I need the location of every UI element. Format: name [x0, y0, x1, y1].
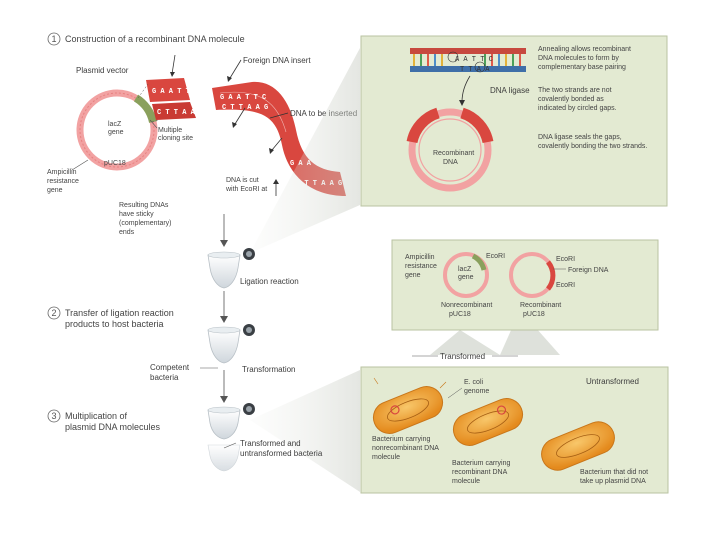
mid-lacz-2: gene: [458, 274, 474, 281]
amp-label-3: gene: [47, 187, 63, 194]
recombinant-dna-circle: Recombinant DNA: [406, 107, 494, 192]
bacterium-nonrecombinant: [372, 377, 447, 434]
competent-label-2: bacteria: [150, 373, 179, 382]
ecoli-label-1: E. coli: [464, 379, 484, 386]
ligation-tube: Ligation reaction: [207, 248, 299, 289]
annealing-panel: A A T T C T T A A Annealing allows recom…: [360, 35, 668, 207]
bacterium-untransformed: [541, 421, 615, 471]
recomb-label-1: Recombinant: [520, 302, 561, 309]
final-tube: [207, 444, 241, 472]
zoom-wedge-mid-1: [430, 330, 500, 355]
transformation-label: Transformation: [242, 365, 296, 374]
step-2-title-2: products to host bacteria: [65, 319, 164, 329]
strands-text-1: The two strands are not: [538, 87, 612, 94]
transfer-tube: [207, 324, 255, 364]
step-3-title-1: Multiplication of: [65, 411, 128, 421]
ligation-label: Ligation reaction: [240, 277, 299, 286]
vector-seq-bottom: C T T A A G: [157, 109, 203, 117]
bacteria-panel: Transformed Untransformed Bacterium carr…: [360, 352, 669, 494]
final-label-2: untransformed bacteria: [240, 449, 323, 458]
lacz-label-1: lacZ: [108, 121, 122, 128]
mid-ecori-r1: EcoRI: [556, 256, 575, 263]
mid-amp-1: Ampicillin: [405, 254, 435, 261]
mid-ecori-r2: EcoRI: [556, 282, 575, 289]
sticky-line-3: (complementary): [119, 220, 172, 227]
mcs-label-2: cloning site: [158, 135, 193, 142]
amp-label-1: Ampicillin: [47, 169, 77, 176]
mid-amp-3: gene: [405, 272, 421, 279]
anneal-seq-b: T T A A: [460, 66, 490, 74]
b1-label-1: Bacterium carrying: [372, 436, 430, 443]
nonrecombinant-plasmid: lacZ gene EcoRI: [443, 252, 505, 298]
step-1-number: 1: [51, 34, 56, 44]
nonrecomb-label-2: pUC18: [449, 311, 471, 318]
lacz-label-2: gene: [108, 129, 124, 136]
step-2-title-1: Transfer of ligation reaction: [65, 308, 174, 318]
seals-text-1: DNA ligase seals the gaps,: [538, 134, 622, 141]
insert-seq-top: G A A T T C: [220, 94, 266, 102]
mcs-label-1: Multiple: [158, 127, 182, 134]
recombinant-plasmid: EcoRI Foreign DNA EcoRI: [509, 252, 609, 298]
b2-label-3: molecule: [452, 478, 480, 485]
mid-amp-2: resistance: [405, 263, 437, 270]
step-1-header: 1 Construction of a recombinant DNA mole…: [47, 32, 245, 46]
b3-label-2: take up plasmid DNA: [580, 478, 646, 485]
plasmid-vector: Plasmid vector lacZ gene pUC18 Ampicilli…: [47, 54, 203, 194]
zoom-wedge-top: [250, 48, 360, 253]
cut-label-1: DNA is cut: [226, 177, 259, 184]
ecoli-label-2: genome: [464, 388, 489, 395]
to-insert-label: DNA to be inserted: [290, 109, 357, 118]
step-3-title-2: plasmid DNA molecules: [65, 422, 161, 432]
final-label-1: Transformed and: [240, 439, 301, 448]
annealing-text-2: DNA molecules to form by: [538, 55, 619, 62]
transformation-tube: [207, 403, 255, 440]
sticky-ends-note: Resulting DNAs have sticky (complementar…: [119, 202, 172, 236]
strands-text-3: indicated by circled gaps.: [538, 105, 617, 112]
vector-seq-top: G A A T T C: [152, 88, 198, 96]
transformed-label: Transformed: [440, 352, 485, 361]
cut-label-2: with EcoRI at: [225, 186, 267, 193]
insert-seq-bottom: C T T A A G: [222, 104, 268, 112]
annealing-text-1: Annealing allows recombinant: [538, 46, 631, 53]
b2-label-1: Bacterium carrying: [452, 460, 510, 467]
plasmid-types-panel: lacZ gene EcoRI Ampicillin resistance ge…: [391, 239, 659, 331]
nonrecomb-label-1: Nonrecombinant: [441, 302, 492, 309]
tube-column: Ligation reaction Competent bacteria Tra…: [150, 214, 323, 472]
competent-label-1: Competent: [150, 363, 190, 372]
step-1-title: Construction of a recombinant DNA molecu…: [65, 34, 245, 44]
b1-label-2: nonrecombinant DNA: [372, 445, 439, 452]
foreign-insert-label: Foreign DNA insert: [243, 56, 311, 65]
annealing-text-3: complementary base pairing: [538, 64, 626, 71]
step-3-number: 3: [51, 411, 56, 421]
zoom-wedge-bottom: [250, 370, 360, 492]
sticky-line-2: have sticky: [119, 211, 154, 218]
sticky-line-1: Resulting DNAs: [119, 202, 169, 209]
step-3-header: 3 Multiplication of plasmid DNA molecule…: [47, 409, 161, 432]
mid-lacz-1: lacZ: [458, 266, 472, 273]
untransformed-label: Untransformed: [586, 377, 639, 386]
b3-label-1: Bacterium that did not: [580, 469, 648, 476]
amp-label-2: resistance: [47, 178, 79, 185]
b2-label-2: recombinant DNA: [452, 469, 508, 476]
vector-sticky-end: G A A T T C C T T A A G: [146, 54, 203, 120]
bacterium-recombinant: [452, 398, 524, 446]
recomb-label-2: pUC18: [523, 311, 545, 318]
anneal-seq-a: A A T T C: [455, 56, 493, 64]
sticky-line-4: ends: [119, 229, 135, 236]
b1-label-3: molecule: [372, 454, 400, 461]
step-2-header: 2 Transfer of ligation reaction products…: [47, 306, 174, 329]
strands-text-2: covalently bonded as: [538, 96, 604, 103]
lacz-segment: [133, 94, 157, 124]
recomb-dna-label-1: Recombinant: [433, 150, 474, 157]
seals-text-2: covalently bonding the two strands.: [538, 143, 647, 150]
step-2-number: 2: [51, 308, 56, 318]
recomb-dna-label-2: DNA: [443, 159, 458, 166]
puc18-label: pUC18: [104, 160, 126, 167]
plasmid-vector-label: Plasmid vector: [76, 66, 129, 75]
mid-foreign-dna: Foreign DNA: [568, 267, 609, 274]
mid-ecori-1: EcoRI: [486, 253, 505, 260]
annealed-dna-ladder: A A T T C T T A A: [410, 48, 526, 74]
dna-ligase-label: DNA ligase: [490, 86, 530, 95]
